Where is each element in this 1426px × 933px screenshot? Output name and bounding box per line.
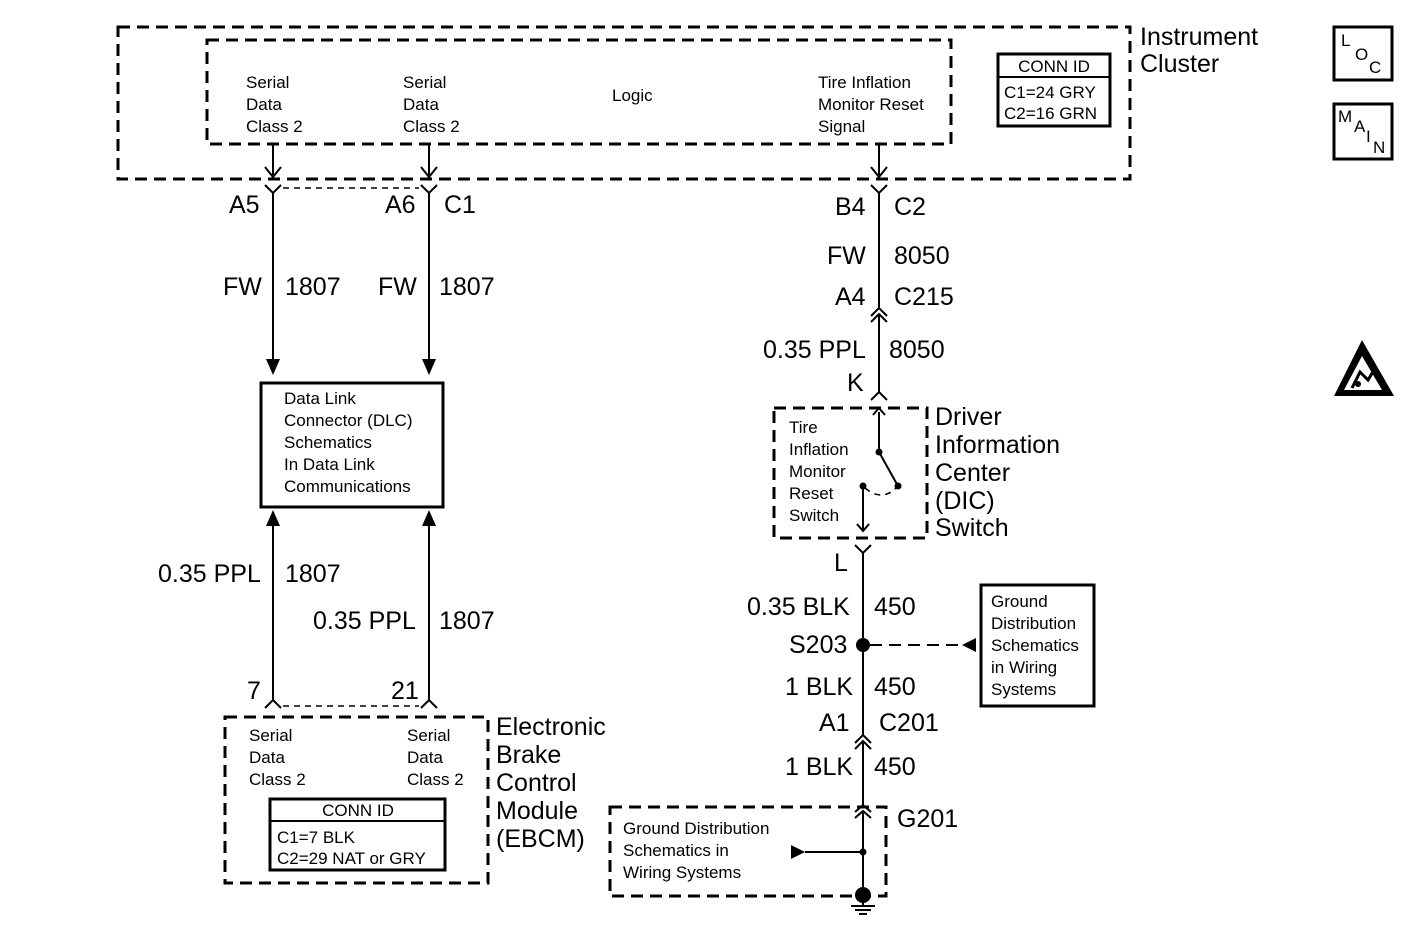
wire-tire-gauge-label: 0.35 PPL (763, 336, 866, 364)
ebcm-conn-id-box: CONN ID C1=7 BLK C2=29 NAT or GRY (268, 797, 447, 872)
ebcm-conn-id-c2: C2=29 NAT or GRY (277, 849, 426, 868)
wire-lower-left-circuit: 1807 (285, 560, 341, 588)
connector-c215-label: C215 (894, 283, 954, 311)
wire-lower-right-gauge: 0.35 PPL (313, 607, 416, 635)
pin-a4-label: A4 (835, 283, 866, 311)
dic-switch-outline (772, 406, 929, 540)
connector-c201-label: C201 (879, 709, 939, 737)
ebcm-serial-data-label-1: Serial Data Class 2 (249, 726, 306, 789)
wire-gauge1-label: 0.35 BLK (747, 593, 850, 621)
ground-ref-bottom-text: Ground Distribution Schematics in Wiring… (623, 819, 774, 882)
wire-circuit3-label: 450 (874, 753, 916, 781)
ground-g201-label: G201 (897, 805, 958, 833)
serial-data-wires: A5 A6 C1 FW 1807 FW 1807 0.35 PPL 1807 0… (158, 144, 495, 709)
wire-gauge3-label: 1 BLK (785, 753, 853, 781)
ebcm-conn-id-title: CONN ID (322, 801, 394, 820)
ebcm: Serial Data Class 2 Serial Data Class 2 … (223, 713, 613, 885)
connector-c2-label: C2 (894, 193, 926, 221)
cluster-serial-data-label-2: Serial Data Class 2 (403, 73, 460, 136)
cluster-conn-id-title: CONN ID (1018, 57, 1090, 76)
instrument-cluster-title: Instrument Cluster (1140, 23, 1265, 78)
cluster-conn-id-box: CONN ID C1=24 GRY C2=16 GRN (996, 52, 1112, 128)
pin-a6-label: A6 (385, 191, 416, 219)
dic-title: Driver Information Center (DIC) Switch (935, 403, 1067, 542)
main-letter-m: M (1338, 107, 1352, 126)
splice-s203-label: S203 (789, 631, 847, 659)
ebcm-outline (223, 715, 490, 885)
wire-circuit-left-label: 1807 (285, 273, 341, 301)
ground-circuit: L 0.35 BLK 450 S203 1 BLK 450 A1 C201 1 … (747, 544, 976, 915)
instrument-cluster-inner-outline (205, 38, 953, 146)
cluster-tire-signal-label: Tire Inflation Monitor Reset Signal (818, 73, 929, 136)
ebcm-conn-id-c1: C1=7 BLK (277, 828, 356, 847)
main-badge[interactable]: M A I N (1332, 102, 1394, 161)
switch-actuator-dashed (864, 487, 897, 496)
splice-s203-dot (856, 638, 870, 652)
dlc-reference-box[interactable]: Data Link Connector (DLC) Schematics In … (259, 381, 445, 509)
cluster-conn-id-c1: C1=24 GRY (1004, 83, 1096, 102)
instrument-cluster: Instrument Cluster Serial Data Class 2 S… (116, 23, 1265, 181)
dic-switch: Tire Inflation Monitor Reset Switch Driv… (772, 403, 1067, 542)
wire-fw-left-label: FW (223, 273, 262, 301)
esd-warning-icon (1334, 340, 1394, 396)
dlc-reference-text: Data Link Connector (DLC) Schematics In … (284, 389, 417, 496)
ground-ref-right-text: Ground Distribution Schematics in Wiring… (991, 592, 1084, 699)
loc-letter-o: O (1355, 45, 1368, 64)
ebcm-pin-21-label: 21 (391, 677, 419, 705)
pin-k-label: K (847, 369, 864, 397)
ground-distribution-reference-bottom[interactable]: Ground Distribution Schematics in Wiring… (608, 805, 888, 898)
wire-lower-right-circuit: 1807 (439, 607, 495, 635)
cluster-serial-data-label-1: Serial Data Class 2 (246, 73, 303, 136)
main-letter-a: A (1354, 117, 1366, 136)
switch-lever (878, 451, 899, 487)
wire-gauge2-label: 1 BLK (785, 673, 853, 701)
main-letter-n: N (1373, 138, 1385, 157)
pin-a1-label: A1 (819, 709, 850, 737)
pin-a5-label: A5 (229, 191, 260, 219)
wire-circuit-right-label: 1807 (439, 273, 495, 301)
loc-letter-c: C (1369, 58, 1381, 77)
ground-symbol-icon (851, 905, 875, 915)
wire-fw-tire-label: FW (827, 242, 866, 270)
ebcm-serial-data-label-2: Serial Data Class 2 (407, 726, 464, 789)
wire-8050-upper-label: 8050 (894, 242, 950, 270)
ground-ref-bottom-outline (608, 805, 888, 898)
dic-switch-label: Tire Inflation Monitor Reset Switch (789, 418, 853, 525)
wire-8050-lower-label: 8050 (889, 336, 945, 364)
wire-fw-right-label: FW (378, 273, 417, 301)
ground-distribution-reference-right[interactable]: Ground Distribution Schematics in Wiring… (979, 583, 1096, 708)
ebcm-pin-7-label: 7 (247, 677, 261, 705)
pin-l-label: L (834, 549, 848, 577)
pin-b4-label: B4 (835, 193, 866, 221)
wire-circuit2-label: 450 (874, 673, 916, 701)
cluster-logic-label: Logic (612, 86, 653, 105)
wire-circuit1-label: 450 (874, 593, 916, 621)
instrument-cluster-outline (116, 25, 1132, 181)
tire-inflation-circuit: B4 C2 FW 8050 A4 C215 0.35 PPL 8050 K (763, 144, 954, 401)
loc-letter-l: L (1341, 31, 1350, 50)
cluster-conn-id-c2: C2=16 GRN (1004, 104, 1097, 123)
connector-c1-label: C1 (444, 191, 476, 219)
loc-badge[interactable]: L O C (1332, 25, 1394, 82)
ebcm-title: Electronic Brake Control Module (EBCM) (496, 713, 613, 853)
wire-lower-left-gauge: 0.35 PPL (158, 560, 261, 588)
main-letter-i: I (1366, 127, 1371, 146)
